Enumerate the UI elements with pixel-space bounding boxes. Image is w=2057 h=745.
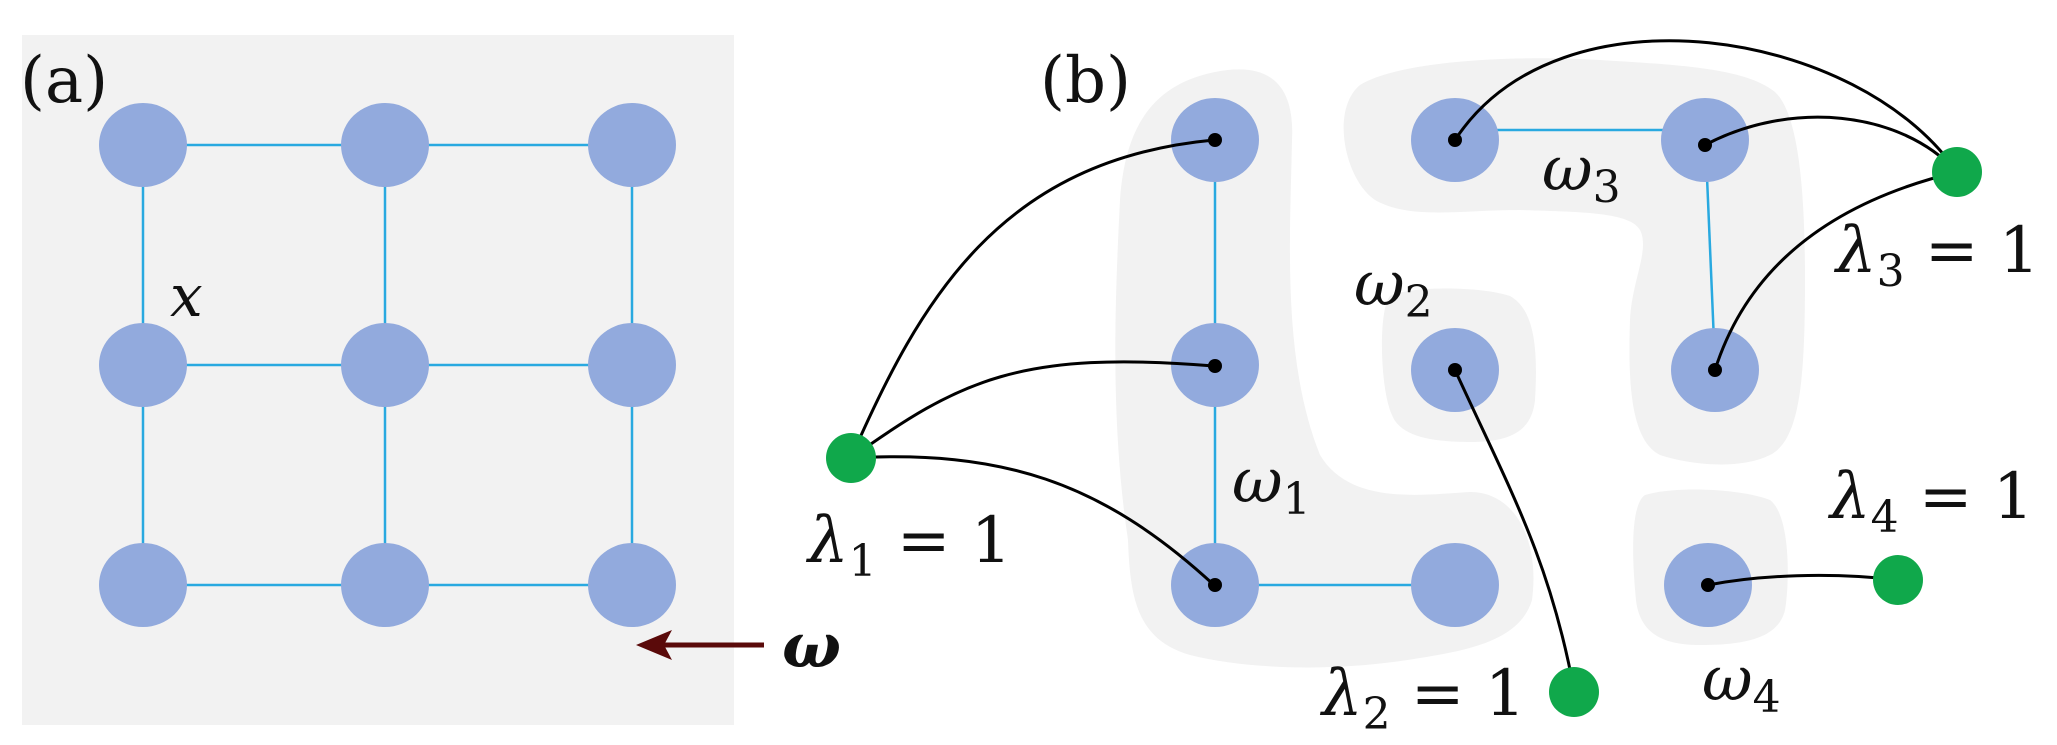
wire [1453, 39, 1959, 173]
grid-node [341, 543, 429, 627]
grid-node [341, 103, 429, 187]
region-label-omega-1: ω1 [1232, 444, 1311, 525]
multiplier-node [826, 433, 876, 483]
site-label: x [170, 262, 203, 330]
multiplier-label-lambda-1: λ1 = 1 [805, 504, 1012, 587]
grid-node [588, 543, 676, 627]
grid-node [99, 103, 187, 187]
grid-nodes [99, 103, 676, 627]
panel-a: (a) x ω [20, 35, 841, 725]
grid-node [99, 323, 187, 407]
wire [1453, 369, 1576, 691]
panel-a-label: (a) [20, 44, 108, 118]
wire-endpoint-dot [1698, 138, 1712, 152]
multiplier-node [1549, 667, 1599, 717]
wire [850, 455, 1216, 587]
region-label-omega-3: ω3 [1542, 132, 1621, 213]
wire-endpoint-dot [1208, 359, 1222, 373]
multiplier-node [1873, 555, 1923, 605]
grid-node [588, 103, 676, 187]
wire [850, 360, 1215, 460]
panel-b: (b) [805, 39, 2040, 740]
region-label-omega-2: ω2 [1354, 247, 1433, 328]
multiplier-label-lambda-4: λ4 = 1 [1827, 460, 2034, 543]
wire-endpoints [1208, 133, 1722, 592]
arrow-head-icon [636, 630, 672, 660]
wire-endpoint-dot [1208, 133, 1222, 147]
panel-b-label: (b) [1040, 44, 1131, 118]
multiplier-wires [849, 39, 1959, 691]
multiplier-label-lambda-2: λ2 = 1 [1319, 657, 1526, 740]
wire-endpoint-dot [1701, 578, 1715, 592]
wire-endpoint-dot [1208, 578, 1222, 592]
region-label-omega-4: ω4 [1702, 642, 1781, 723]
wire [849, 138, 1215, 459]
grid-node [99, 543, 187, 627]
region-node [1411, 543, 1499, 627]
boundary-label: ω [782, 609, 841, 682]
multiplier-nodes [826, 147, 1982, 717]
wire-endpoint-dot [1448, 133, 1462, 147]
grid-node [341, 323, 429, 407]
region-omega-1 [1115, 69, 1534, 668]
wire-endpoint-dot [1448, 363, 1462, 377]
wire [1713, 170, 1958, 371]
boundary-arrow [636, 630, 764, 660]
wire-endpoint-dot [1708, 363, 1722, 377]
multiplier-node [1932, 147, 1982, 197]
multiplier-label-lambda-3: λ3 = 1 [1833, 214, 2040, 297]
grid-node [588, 323, 676, 407]
wire [1704, 115, 1959, 174]
